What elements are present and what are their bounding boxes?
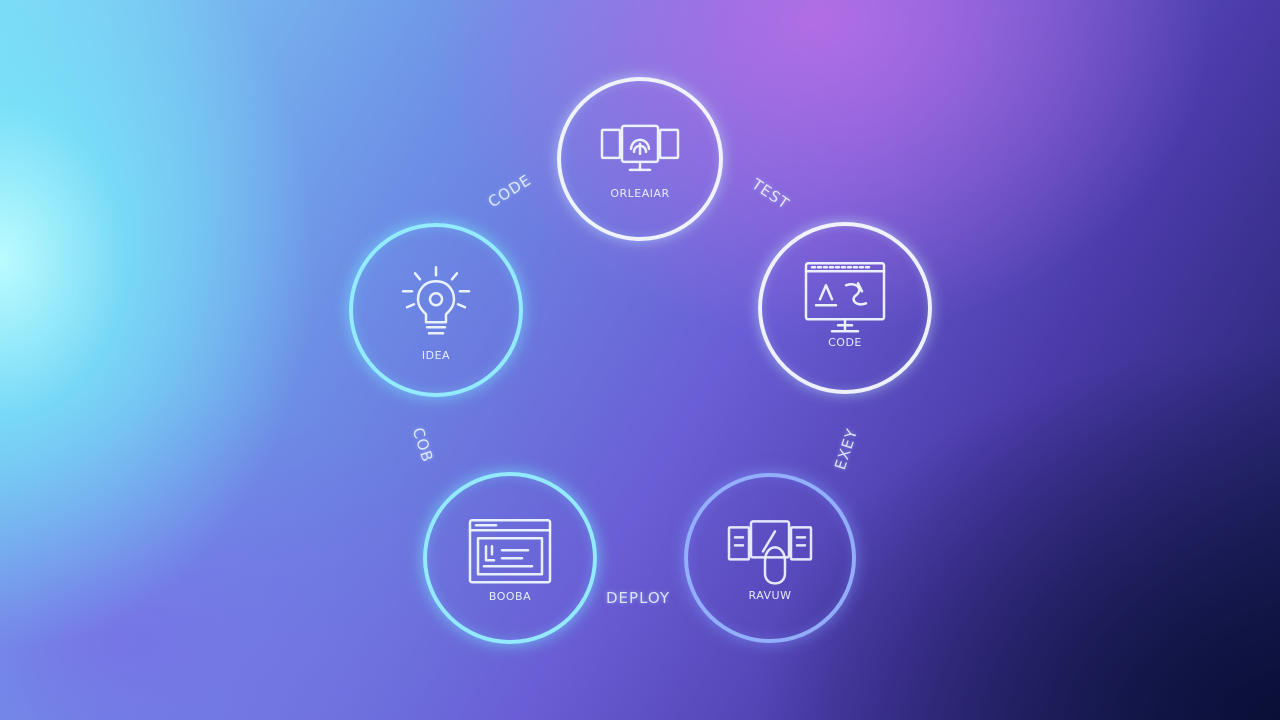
connector-label-bottom: DEPLOY bbox=[606, 589, 671, 607]
node-top: ORLEAIAR bbox=[557, 77, 723, 241]
browser-window-icon bbox=[468, 518, 552, 584]
node-left-label: IDEA bbox=[421, 349, 451, 362]
connector-label-top-left: CODE bbox=[484, 170, 535, 212]
lightbulb-icon bbox=[401, 266, 471, 335]
connector-label-left-bottom: COB bbox=[408, 425, 437, 465]
connector-label-right-bottom: EXEY bbox=[831, 426, 862, 472]
monitor-code-icon bbox=[804, 262, 886, 333]
devices-hand-icon bbox=[727, 520, 813, 585]
node-top-label: ORLEAIAR bbox=[610, 187, 670, 200]
node-left: IDEA bbox=[349, 223, 523, 397]
connector-label-top-right: TEST bbox=[748, 174, 793, 214]
node-bottom-left: BOOBA bbox=[423, 472, 597, 644]
node-bottom-right: RAVUW bbox=[684, 473, 856, 643]
node-right-label: CODE bbox=[828, 336, 862, 349]
computer-fingerprint-icon bbox=[600, 124, 680, 172]
node-bottom-right-label: RAVUW bbox=[748, 589, 792, 602]
node-right: CODE bbox=[758, 222, 932, 394]
node-bottom-left-label: BOOBA bbox=[488, 590, 532, 603]
